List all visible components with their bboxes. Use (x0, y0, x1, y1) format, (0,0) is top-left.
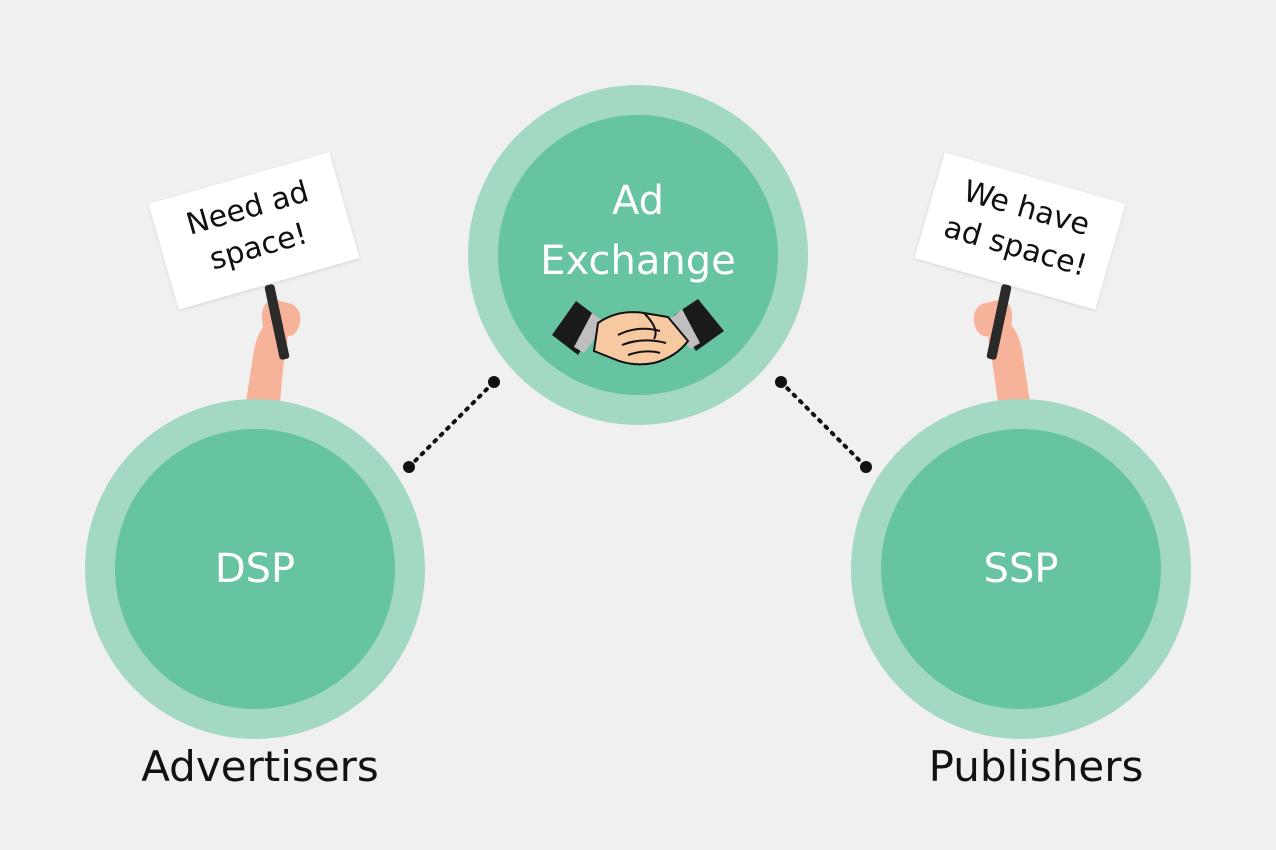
ad-exchange-label-line1: Ad (611, 178, 665, 224)
ssp-node: SSP (851, 399, 1191, 739)
hand-holding-sign-icon (973, 284, 1030, 402)
ssp-node-inner: SSP (881, 429, 1161, 709)
dsp-node-inner: DSP (115, 429, 395, 709)
advertisers-caption: Advertisers (141, 742, 379, 791)
dsp-node: DSP (85, 399, 425, 739)
ad-exchange-node: Ad Exchange (468, 85, 808, 425)
ad-exchange-label-line2: Exchange (540, 238, 736, 284)
connector-dsp-exchange (403, 376, 500, 473)
ssp-label: SSP (983, 546, 1059, 592)
dsp-label: DSP (214, 546, 296, 592)
publishers-caption: Publishers (928, 742, 1144, 791)
handshake-icon (552, 299, 724, 366)
hand-holding-sign-icon (246, 284, 301, 402)
ad-exchange-node-inner: Ad Exchange (498, 115, 778, 395)
connector-exchange-ssp (775, 376, 872, 473)
